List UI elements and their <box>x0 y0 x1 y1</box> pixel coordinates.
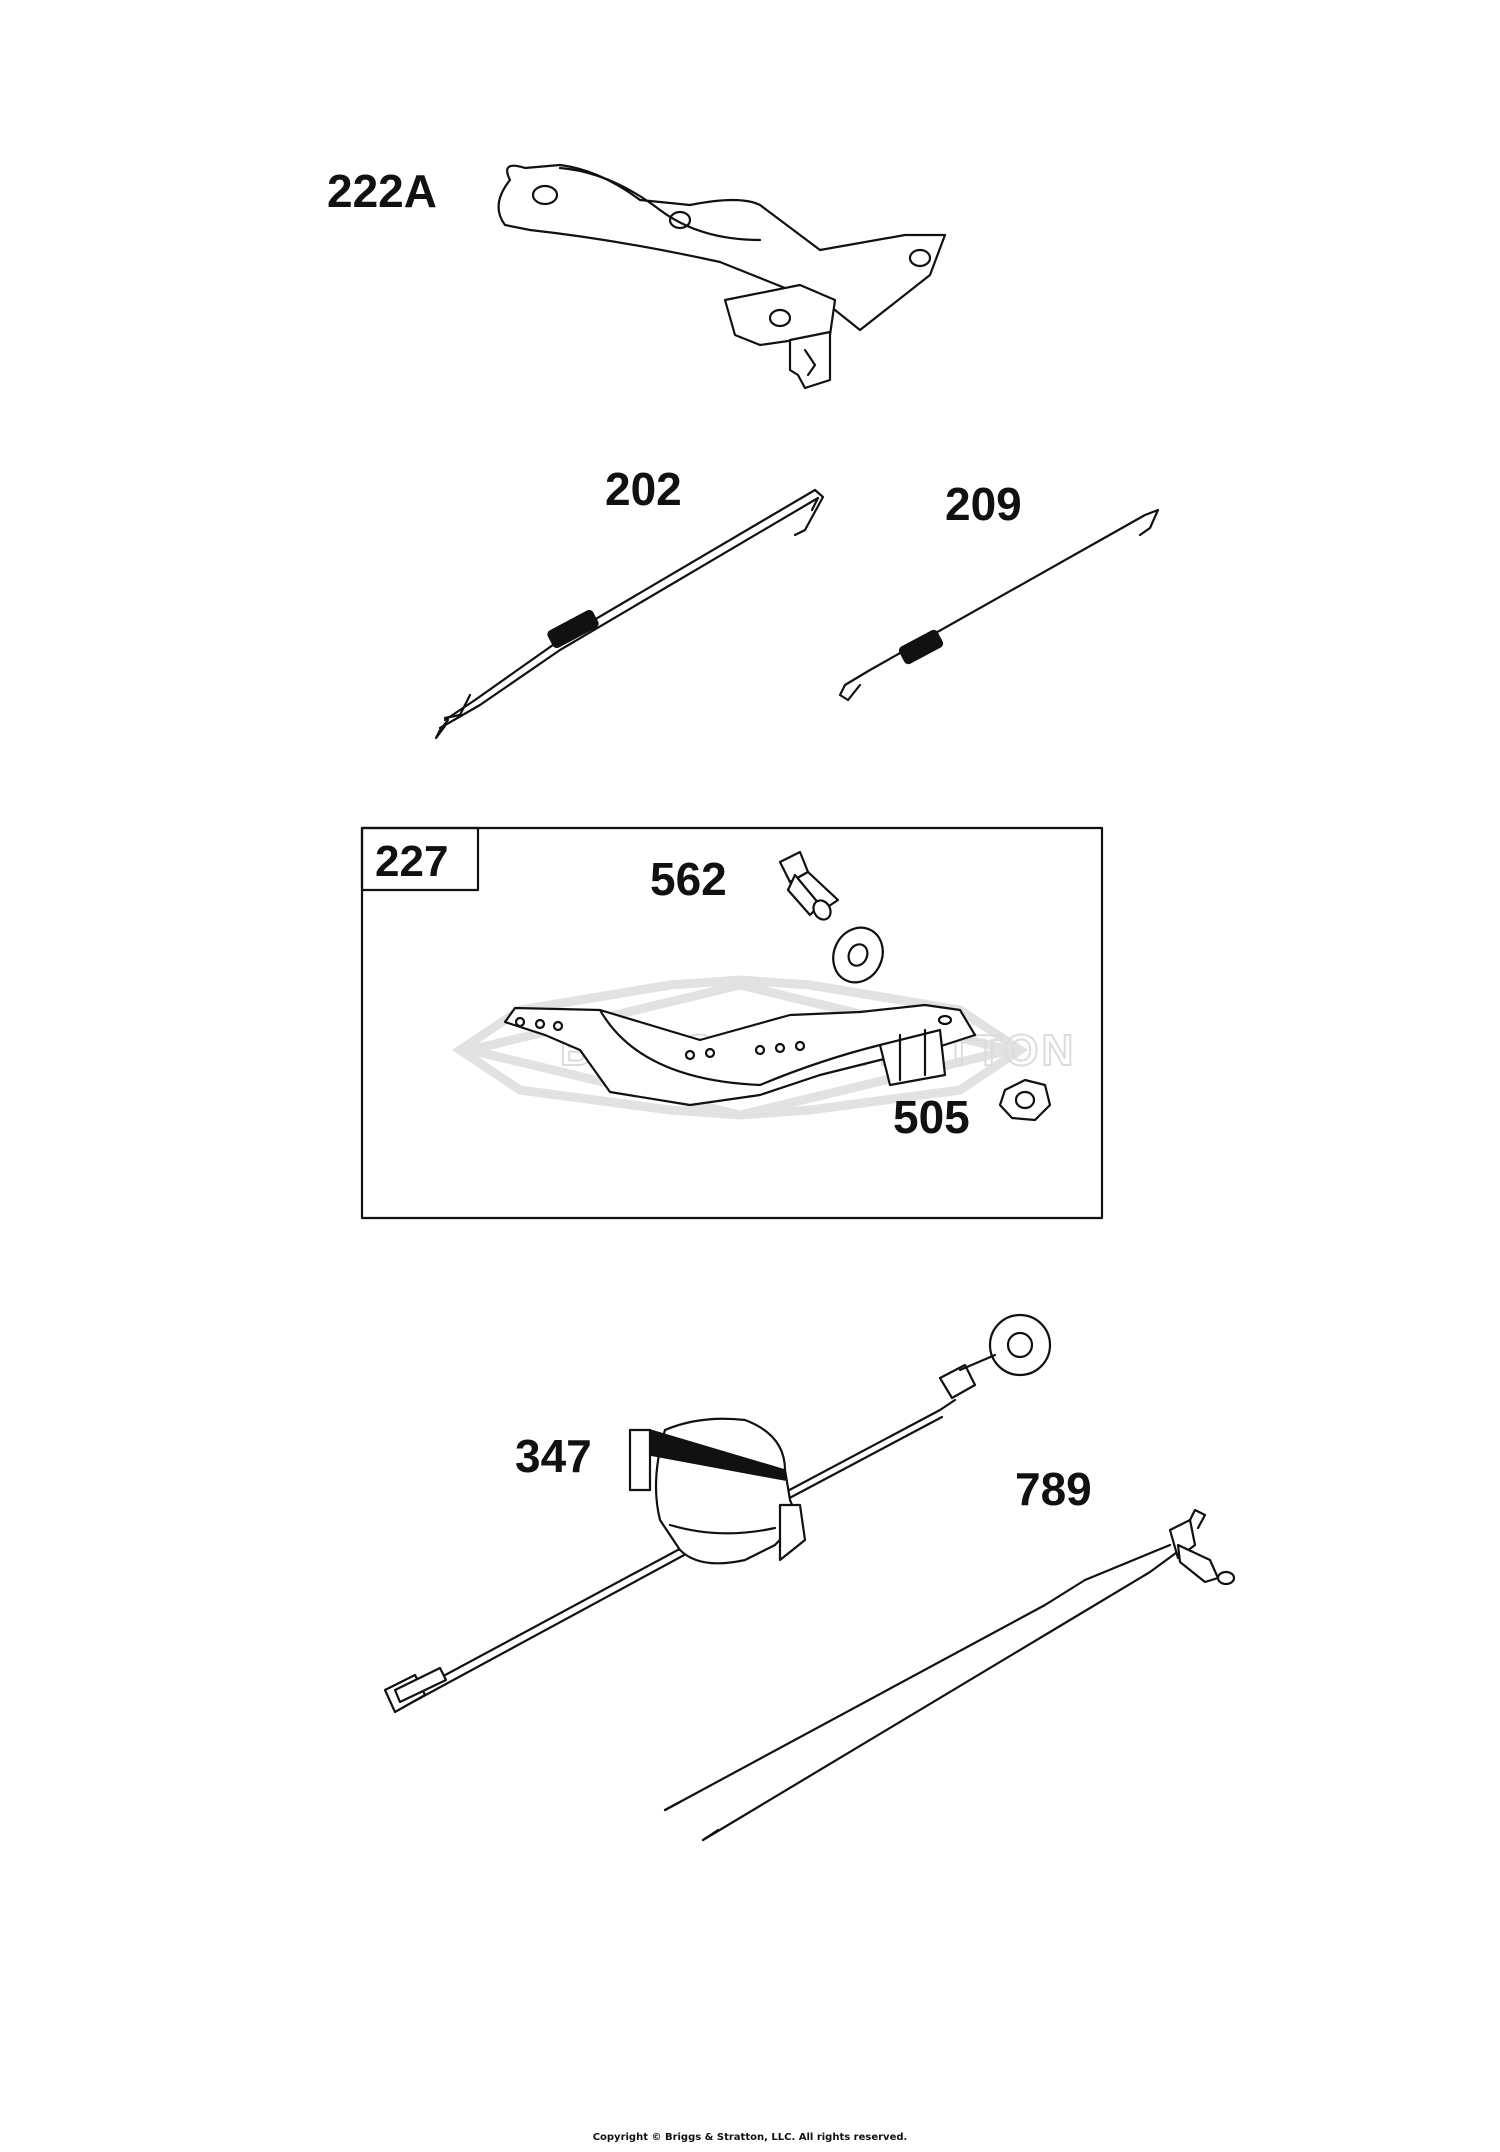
part-label-562: 562 <box>650 853 727 905</box>
part-562-pin <box>778 850 840 921</box>
part-202-spring-rod <box>434 488 825 740</box>
part-505-nut <box>998 1078 1052 1122</box>
part-label-505: 505 <box>893 1091 970 1143</box>
copyright-footer: Copyright © Briggs & Stratton, LLC. All … <box>592 2132 908 2143</box>
part-label-209: 209 <box>945 478 1022 530</box>
part-209-spring-wire <box>838 508 1160 702</box>
part-label-789: 789 <box>1015 1463 1092 1515</box>
kit-box-label: 227 <box>375 837 448 886</box>
part-347-switch-cable <box>383 1313 1052 1714</box>
part-label-347: 347 <box>515 1430 592 1482</box>
kit-box-227: 227 BRIGGS & STRATTON 562 <box>360 826 1104 1220</box>
washer <box>832 926 884 984</box>
part-789-wire-sensor <box>663 1508 1236 1842</box>
governor-lever <box>503 1003 977 1107</box>
part-label-202: 202 <box>605 463 682 515</box>
part-222a-bracket <box>497 163 947 390</box>
part-label-222a: 222A <box>327 165 437 217</box>
